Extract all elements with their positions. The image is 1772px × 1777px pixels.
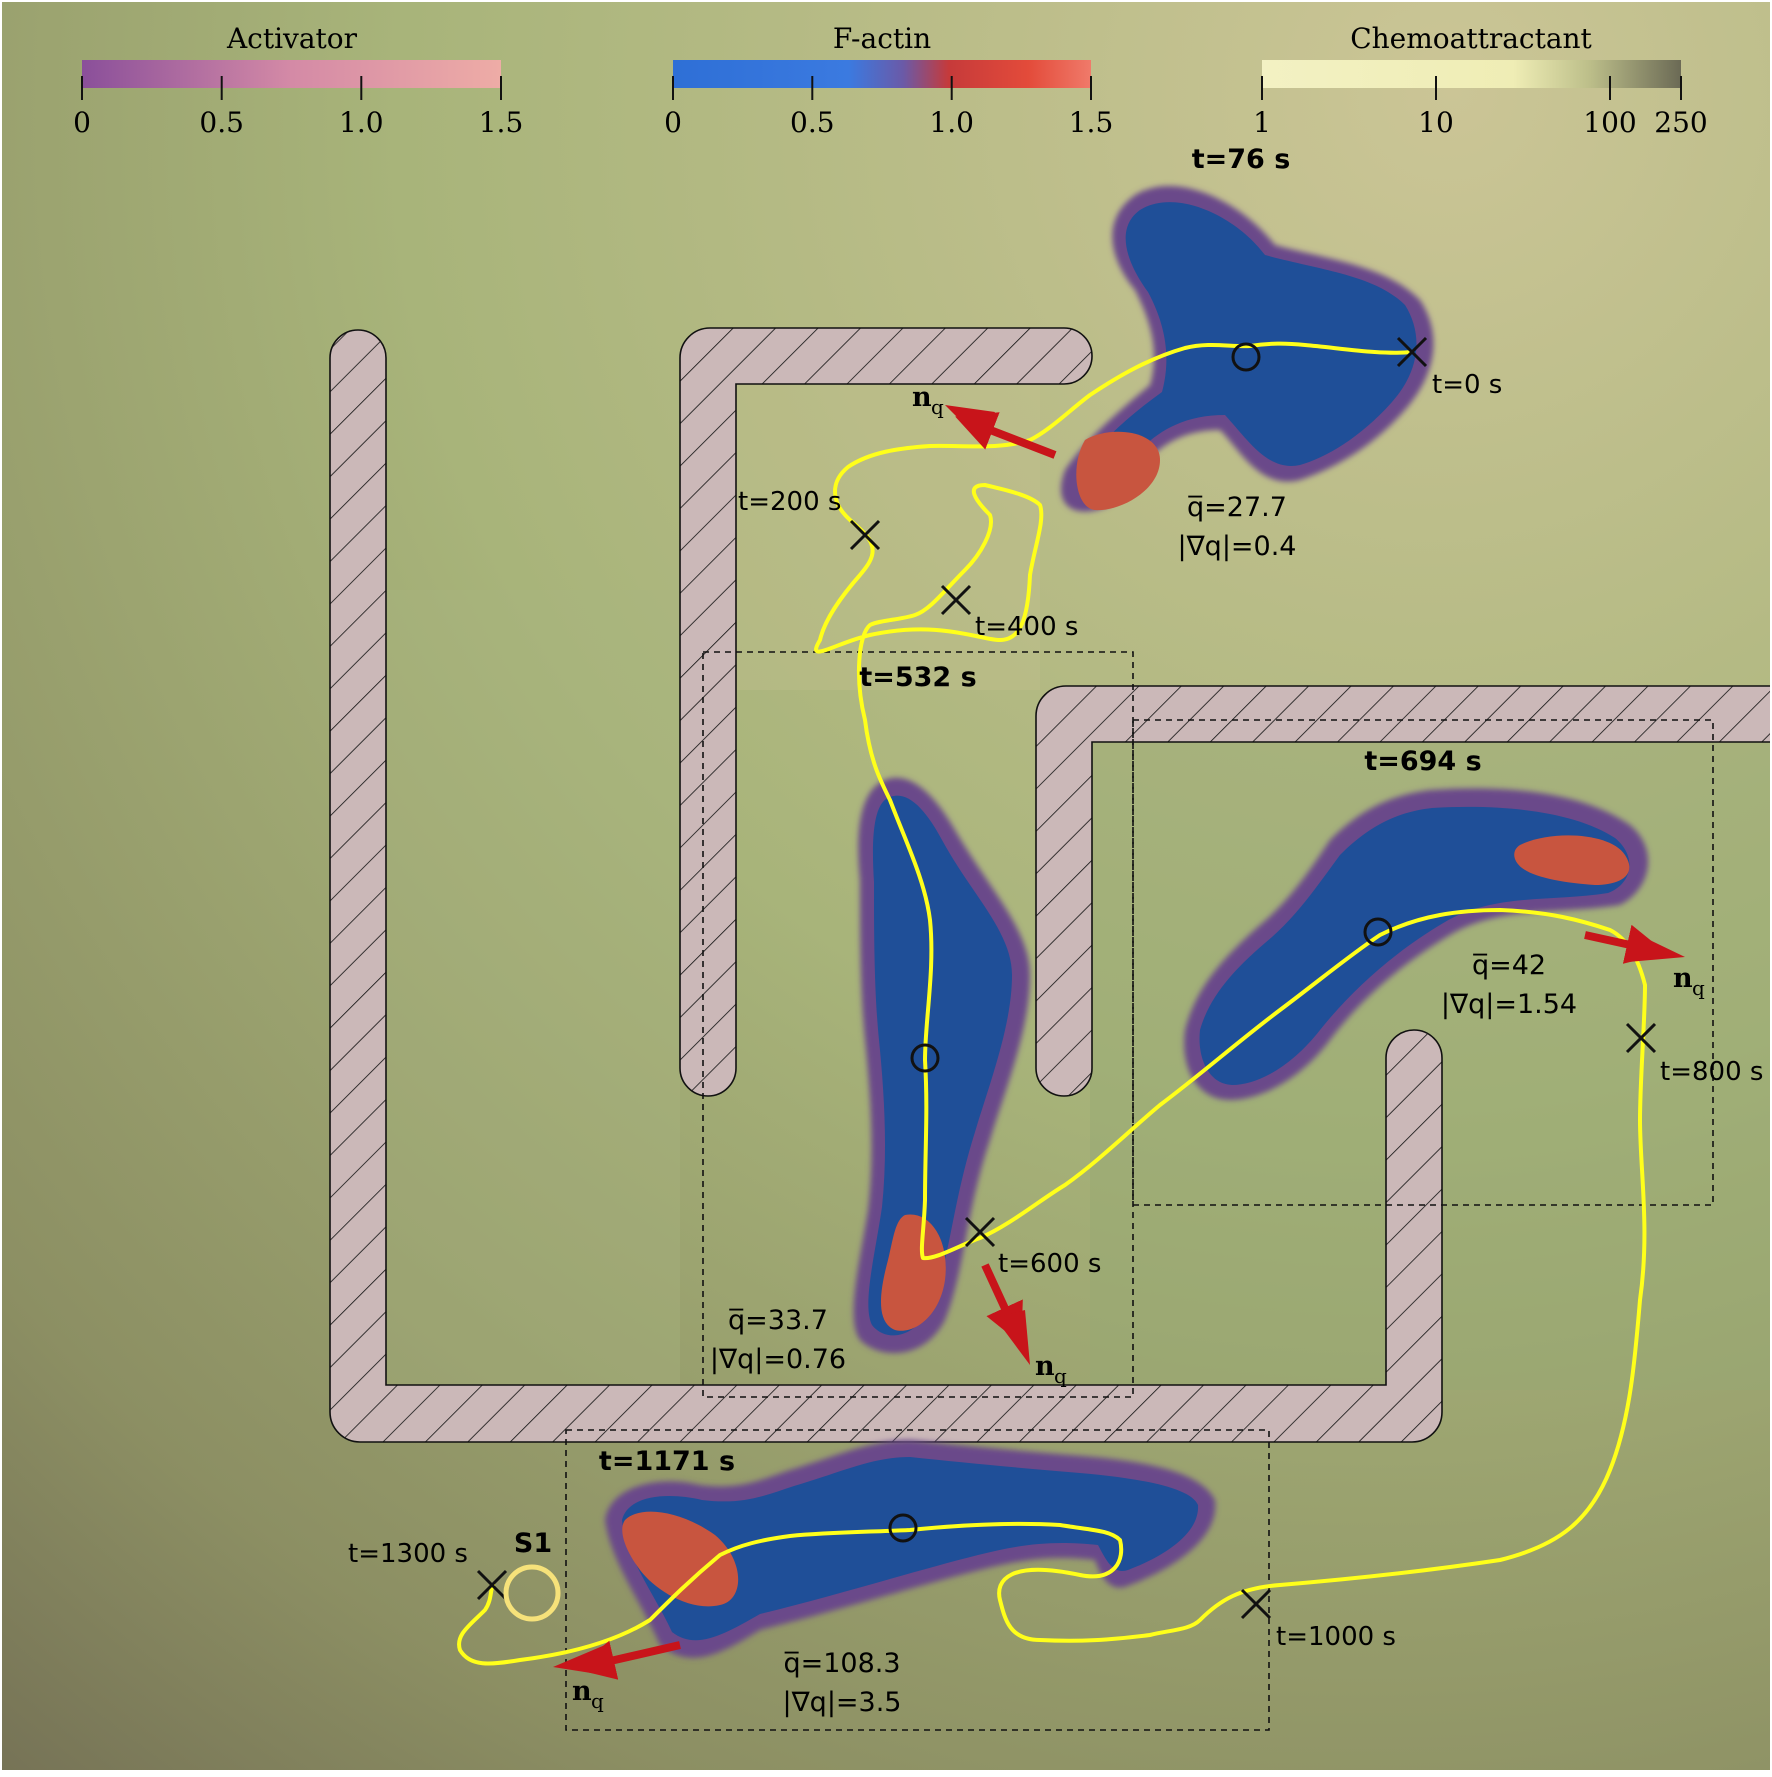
snapshot-label-t76: t=76 s	[1192, 144, 1291, 175]
colorbar-factin-tick-2: 1.0	[929, 106, 974, 139]
cell-t694	[1184, 788, 1649, 1100]
source-s1-label: S1	[514, 1528, 552, 1559]
maze-interior	[385, 590, 680, 1390]
colorbar-factin: F-actin 0 0.5 1.0 1.5	[664, 22, 1113, 139]
cell-t694-body	[1199, 806, 1630, 1085]
colorbar-factin-bar	[673, 60, 1091, 88]
colorbar-activator-bar	[82, 60, 501, 88]
nq-sub-t694: q	[1692, 976, 1705, 1000]
arrow-head-t76	[945, 405, 995, 440]
colorbar-activator-tick-1: 0.5	[199, 106, 244, 139]
wall-inner-left	[679, 327, 1093, 1097]
time-label-t600: t=600 s	[998, 1249, 1101, 1279]
nq-main-t694: n	[1673, 963, 1693, 994]
arrow-head-t1171	[553, 1645, 610, 1676]
centroid-t76	[1231, 342, 1261, 372]
snapshot-label-t1171: t=1171 s	[599, 1446, 735, 1477]
arrow-t694	[1584, 924, 1667, 964]
time-label-t1000: t=1000 s	[1276, 1622, 1396, 1652]
arrow-head-t532	[995, 1310, 1030, 1365]
cross-t600	[964, 1216, 996, 1248]
q-mean-t76: q̅=27.7	[1187, 492, 1287, 523]
cell-t1171-front	[622, 1511, 739, 1607]
colorbar-chemo-tick-1: 10	[1418, 106, 1454, 139]
colorbar-factin-tick-3: 1.5	[1069, 106, 1114, 139]
time-label-t1300: t=1300 s	[348, 1539, 468, 1569]
colorbar-activator: Activator 0 0.5 1.0 1.5	[73, 22, 523, 139]
nq-label-t694: n q	[1673, 963, 1705, 1000]
q-grad-t76: |∇q|=0.4	[1178, 531, 1297, 562]
time-label-t800: t=800 s	[1660, 1057, 1763, 1087]
cross-t800	[1625, 1022, 1657, 1054]
nq-sub-t1171: q	[591, 1689, 604, 1713]
wall-inner-right	[1035, 685, 1772, 1097]
nq-sub-t76: q	[931, 395, 944, 419]
colorbar-chemo-tick-2: 100	[1583, 106, 1636, 139]
centroid-t1171	[888, 1513, 918, 1543]
cell-t532-front	[880, 1214, 946, 1331]
cell-t76-front	[1076, 431, 1160, 511]
arrow-t532	[981, 1263, 1023, 1345]
colorbar-chemo-title: Chemoattractant	[1350, 22, 1592, 55]
q-mean-t532: q̅=33.7	[728, 1305, 828, 1336]
nq-label-t1171: n q	[572, 1676, 604, 1713]
colorbar-chemo-bar	[1262, 60, 1681, 88]
cell-t532-body	[868, 795, 1012, 1336]
colorbar-factin-title: F-actin	[833, 22, 931, 55]
gradient-arrows	[574, 412, 1667, 1680]
colorbar-chemo-tick-0: 1	[1253, 106, 1271, 139]
source-s1	[503, 1564, 561, 1622]
nq-label-t532: n q	[1035, 1351, 1067, 1388]
colorbar-factin-tick-1: 0.5	[790, 106, 835, 139]
cell-t694-front	[1514, 835, 1630, 885]
time-label-t400: t=400 s	[975, 612, 1078, 642]
arrow-t1171	[574, 1640, 681, 1680]
q-grad-t694: |∇q|=1.54	[1441, 989, 1577, 1020]
colorbar-factin-tick-0: 0	[664, 106, 682, 139]
time-markers	[476, 336, 1657, 1620]
colorbar-activator-tick-2: 1.0	[339, 106, 384, 139]
cell-t1171-body	[622, 1457, 1199, 1641]
zoom-box-1171	[565, 1429, 1270, 1731]
colorbar-activator-tick-3: 1.5	[479, 106, 524, 139]
arrow-head-t694	[1628, 932, 1685, 962]
centroid-t532	[910, 1043, 940, 1073]
cross-t200	[849, 519, 881, 551]
q-grad-t532: |∇q|=0.76	[710, 1344, 846, 1375]
colorbar-chemo-tick-3: 250	[1654, 106, 1707, 139]
cross-t1000	[1240, 1588, 1272, 1620]
cell-t1171	[605, 1440, 1216, 1658]
nq-main-t76: n	[912, 382, 932, 413]
zoom-box-532	[702, 651, 1134, 1398]
cross-t0	[1396, 336, 1428, 368]
nq-label-t76: n q	[912, 382, 944, 419]
cross-t400	[940, 584, 972, 616]
colorbar-activator-tick-0: 0	[73, 106, 91, 139]
centroid-t694	[1363, 917, 1393, 947]
colorbar-chemo: Chemoattractant 1 10 100 250	[1253, 22, 1708, 139]
trajectory	[457, 341, 1647, 1666]
cross-t1300	[476, 1569, 508, 1601]
zoom-box-694	[1132, 719, 1714, 1206]
nq-main-t532: n	[1035, 1351, 1055, 1382]
maze-interior-upper	[735, 385, 1040, 690]
q-mean-t694: q̅=42	[1472, 950, 1546, 981]
snapshot-label-t694: t=694 s	[1364, 746, 1481, 777]
nq-sub-t532: q	[1054, 1364, 1067, 1388]
wall-outer-left	[329, 329, 1443, 1443]
nq-main-t1171: n	[572, 1676, 592, 1707]
snapshot-label-t532: t=532 s	[859, 662, 976, 693]
maze-walls	[329, 327, 1772, 1443]
time-label-t200: t=200 s	[738, 487, 841, 517]
q-grad-t1171: |∇q|=3.5	[783, 1687, 902, 1718]
zoom-boxes	[565, 651, 1714, 1731]
q-mean-t1171: q̅=108.3	[783, 1648, 900, 1679]
colorbar-activator-title: Activator	[226, 22, 358, 55]
time-label-t0: t=0 s	[1432, 370, 1502, 400]
cell-t532	[853, 777, 1030, 1354]
arrow-t76	[955, 412, 1057, 459]
